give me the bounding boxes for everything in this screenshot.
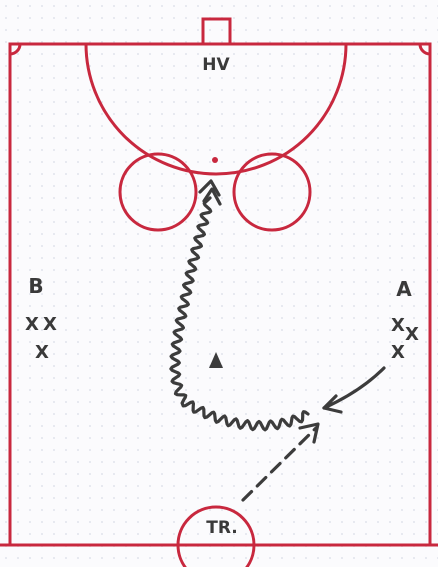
dribble-arrowhead xyxy=(198,179,222,206)
player-marker: X xyxy=(35,342,49,363)
center-circle xyxy=(176,505,256,567)
group-b-label: B xyxy=(28,274,43,298)
pass-path xyxy=(241,426,318,502)
group-b-players: X X X xyxy=(25,314,57,363)
player-marker: X xyxy=(405,324,419,345)
run-arrow xyxy=(322,366,386,414)
dribble-path xyxy=(169,196,310,432)
player-marker: X xyxy=(391,342,405,363)
run-path xyxy=(322,366,386,410)
court-boundary xyxy=(8,42,432,545)
corner-arc-right xyxy=(418,43,431,56)
goal xyxy=(201,17,232,46)
player-marker: X xyxy=(25,314,39,335)
group-a-label: A xyxy=(396,277,412,301)
group-a-players: X X X xyxy=(391,315,419,363)
goalkeeper-label: HV xyxy=(202,55,230,75)
run-arrowhead xyxy=(322,394,343,414)
player-marker: X xyxy=(43,314,57,335)
penalty-arc xyxy=(84,43,348,176)
court-markings xyxy=(0,17,438,567)
pass-arrowhead xyxy=(298,422,320,444)
right-circle xyxy=(232,152,312,232)
pass-arrow xyxy=(241,422,320,502)
trainer-label: TR. xyxy=(206,518,237,538)
player-marker: X xyxy=(391,315,405,336)
dribble-arrow xyxy=(169,179,310,432)
penalty-spot xyxy=(212,157,218,163)
corner-arc-left xyxy=(9,43,22,56)
triangle-cone-icon xyxy=(209,352,223,368)
left-circle xyxy=(118,152,198,232)
